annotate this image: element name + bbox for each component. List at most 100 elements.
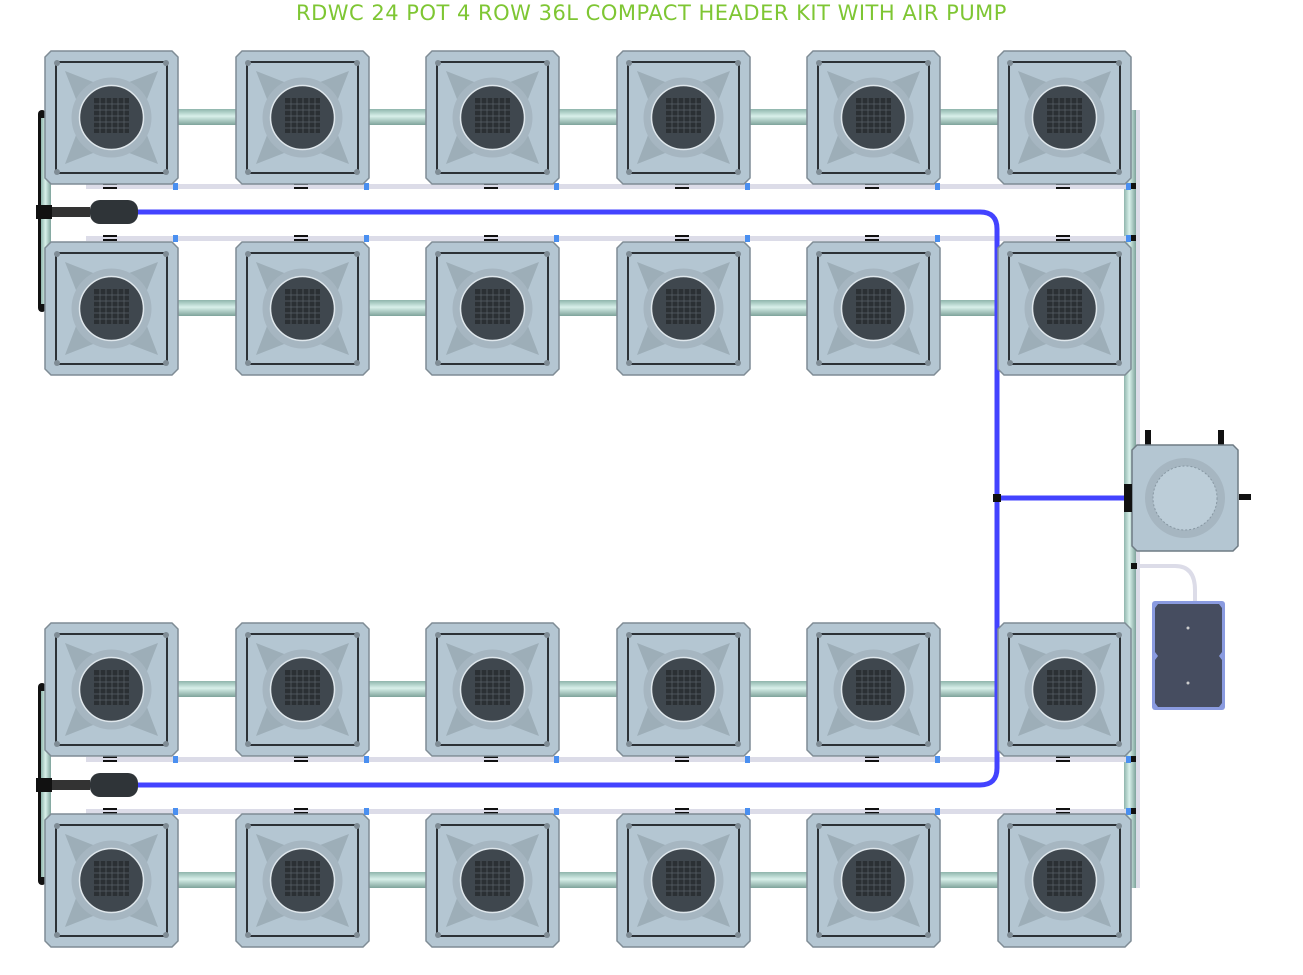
pot-4-3 [425,813,560,948]
air-pump-screw [1186,681,1190,685]
line-clip [1056,812,1070,814]
hose-fitting [1131,563,1137,569]
pot-2-2 [235,241,370,376]
air-tee [993,494,1001,502]
drain-line [86,184,1132,189]
pot-3-3 [425,622,560,757]
line-clip [103,760,117,762]
line-fitting [1126,235,1131,242]
pot-3-5 [806,622,941,757]
pot-1-2 [235,50,370,185]
pump-connector [36,778,52,792]
line-clip [865,756,879,758]
pot-4-5 [806,813,941,948]
line-clip [675,239,689,241]
pot-4-2 [235,813,370,948]
line-clip [675,760,689,762]
pot-1-4 [616,50,751,185]
water-pump-icon [90,200,138,224]
line-clip [103,187,117,189]
tee-fitting [1131,808,1136,814]
line-clip [865,808,879,810]
line-clip [484,239,498,241]
line-fitting [935,756,940,763]
air-pump-hose [1136,564,1197,603]
tee-fitting [1131,183,1136,189]
pot-1-3 [425,50,560,185]
line-clip [484,235,498,237]
line-clip [294,239,308,241]
line-fitting [554,756,559,763]
line-clip [103,235,117,237]
pot-4-4 [616,813,751,948]
pot-3-6 [997,622,1132,757]
pot-2-3 [425,241,560,376]
line-fitting [173,756,178,763]
line-clip [675,812,689,814]
pump-fitting [52,207,90,217]
tank-post [1145,430,1151,446]
tank-inlet [1124,484,1132,512]
line-clip [294,235,308,237]
line-clip [865,812,879,814]
tank-lid [1152,465,1218,531]
line-clip [294,187,308,189]
line-fitting [745,756,750,763]
pot-4-1 [44,813,179,948]
line-fitting [554,808,559,815]
header-tank [1124,430,1251,552]
drain-line [86,236,1132,241]
water-pump-icon [90,773,138,797]
line-clip [675,187,689,189]
pot-2-4 [616,241,751,376]
pot-1-1 [44,50,179,185]
row-pipe [170,109,1010,125]
line-fitting [364,808,369,815]
line-fitting [935,235,940,242]
line-clip [865,235,879,237]
tank-post [1218,430,1224,446]
row-pipe [170,681,1010,697]
tank-outlet [1239,494,1251,500]
line-clip [865,187,879,189]
line-fitting [935,183,940,190]
pot-2-1 [44,241,179,376]
tee-fitting [1131,756,1136,762]
pot-4-6 [997,813,1132,948]
diagram-title: RDWC 24 POT 4 ROW 36L COMPACT HEADER KIT… [296,1,1007,25]
pump-connector [36,205,52,219]
line-clip [1056,760,1070,762]
line-clip [484,760,498,762]
line-fitting [364,183,369,190]
line-clip [675,756,689,758]
line-clip [865,760,879,762]
pot-2-5 [806,241,941,376]
line-fitting [1126,808,1131,815]
line-clip [1056,756,1070,758]
line-clip [103,239,117,241]
line-fitting [554,183,559,190]
air-pump-screw [1186,626,1190,630]
line-clip [675,235,689,237]
line-fitting [745,808,750,815]
line-fitting [364,756,369,763]
line-clip [484,756,498,758]
line-fitting [173,235,178,242]
line-fitting [745,183,750,190]
pot-3-1 [44,622,179,757]
line-clip [1056,808,1070,810]
line-clip [484,812,498,814]
line-clip [294,756,308,758]
drain-line [86,757,1132,762]
line-clip [103,756,117,758]
pot-2-6 [997,241,1132,376]
line-clip [1056,235,1070,237]
line-clip [675,808,689,810]
line-clip [294,760,308,762]
row-pipe [170,872,1010,888]
pot-3-4 [616,622,751,757]
line-clip [484,187,498,189]
line-clip [294,812,308,814]
line-clip [103,808,117,810]
